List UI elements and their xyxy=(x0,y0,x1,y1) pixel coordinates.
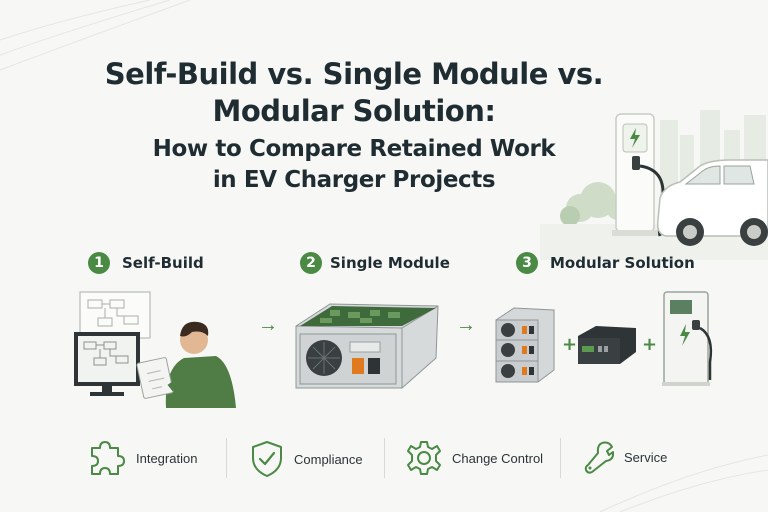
puzzle-icon xyxy=(91,441,125,475)
electric-car xyxy=(656,159,768,246)
subtitle-line-2: in EV Charger Projects xyxy=(212,167,496,193)
stacked-modules xyxy=(495,307,555,383)
divider xyxy=(226,438,227,478)
single-module-illustration xyxy=(295,303,439,389)
controller-box xyxy=(578,326,636,364)
ev-charging-scene xyxy=(540,110,768,260)
title-block: Self-Build vs. Single Module vs. Modular… xyxy=(0,56,768,196)
charger-cabinet xyxy=(662,291,713,386)
charging-station xyxy=(612,113,665,237)
step-number-badge: 1 xyxy=(88,252,110,274)
engineer-figure xyxy=(136,321,236,408)
subtitle-line-1: How to Compare Retained Work xyxy=(152,136,556,162)
title-line-2: Modular Solution: xyxy=(212,94,496,128)
self-build-illustration xyxy=(74,291,236,408)
factor-label: Change Control xyxy=(452,450,544,466)
factor-integration: Integration xyxy=(88,440,197,476)
wrench-icon xyxy=(584,441,614,474)
arrow-right-icon: → xyxy=(456,314,476,336)
step-number-badge: 3 xyxy=(516,252,538,274)
step-label: Modular Solution xyxy=(550,254,695,272)
step-label: Single Module xyxy=(330,254,450,272)
factor-change-control: Change Control xyxy=(406,440,543,476)
step-number-badge: 2 xyxy=(300,252,322,274)
plus-icon: + xyxy=(642,334,657,355)
factor-label: Service xyxy=(624,449,668,465)
modular-solution-illustration: + + xyxy=(495,291,713,386)
step-label: Self-Build xyxy=(122,254,204,272)
plus-icon: + xyxy=(562,334,577,355)
factor-row: Integration Compliance Change Control Se… xyxy=(0,428,768,488)
step-modular-solution: 3 Modular Solution xyxy=(516,252,695,274)
shield-check-icon xyxy=(252,441,282,477)
arrow-right-icon: → xyxy=(258,314,278,336)
factor-service: Service xyxy=(582,440,667,474)
factor-label: Integration xyxy=(136,450,198,466)
monitor-icon xyxy=(74,332,140,396)
divider xyxy=(384,438,385,478)
gear-icon xyxy=(407,441,441,475)
title-line-1: Self-Build vs. Single Module vs. xyxy=(104,57,604,91)
step-single-module: 2 Single Module xyxy=(300,252,450,274)
wall-diagram-icon xyxy=(79,291,151,339)
step-self-build: 1 Self-Build xyxy=(88,252,204,274)
divider xyxy=(560,438,561,478)
factor-label: Compliance xyxy=(294,451,363,467)
factor-compliance: Compliance xyxy=(250,440,363,478)
